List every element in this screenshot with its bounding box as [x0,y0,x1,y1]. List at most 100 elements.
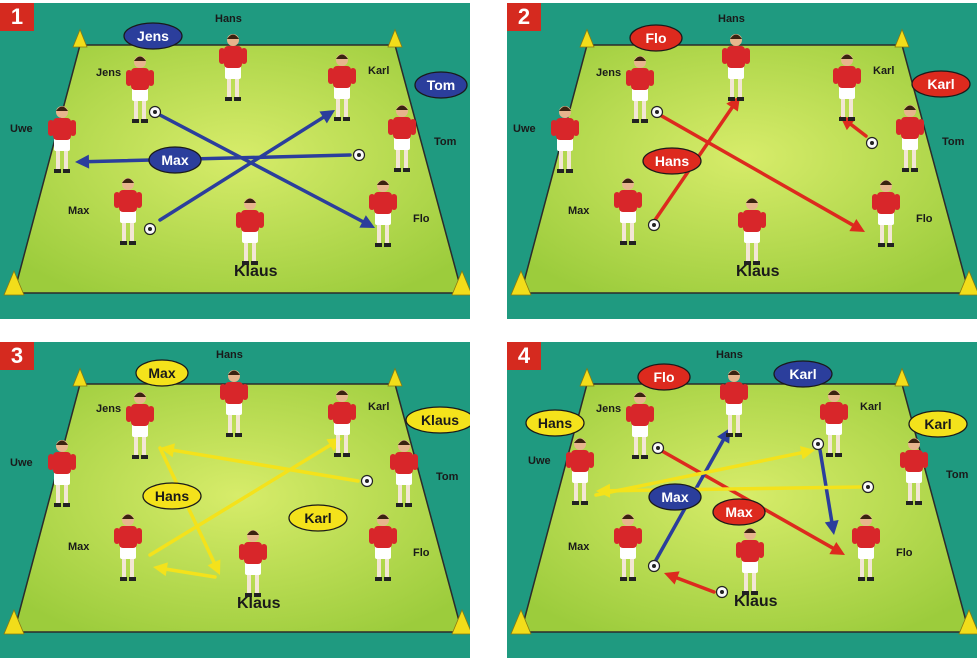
player-label: Tom [942,136,965,148]
cone-icon [72,367,88,387]
speech-bubble: Max [648,483,702,511]
speech-bubble-text: Hans [538,415,572,431]
panel-number-3: 3 [0,342,34,370]
speech-bubble-text: Jens [137,28,169,44]
player-hans [720,370,748,437]
player-max [114,514,142,581]
player-label: Flo [916,213,933,225]
player-karl [328,390,356,457]
player-karl [833,54,861,121]
player-label: Klaus [234,263,278,280]
player-label: Klaus [237,595,281,612]
pass-arrow [594,445,815,497]
player-hans [220,370,248,437]
player-label: Karl [368,65,389,77]
player-label: Tom [434,136,457,148]
player-label: Hans [215,13,242,25]
player-label: Uwe [10,123,33,135]
speech-bubble-text: Max [725,504,752,520]
pass-arrow [160,443,360,483]
speech-bubble: Klaus [405,406,470,434]
speech-bubble: Flo [629,24,683,52]
player-klaus [736,528,764,595]
speech-bubble-text: Klaus [421,412,459,428]
speech-bubble: Karl [908,410,968,438]
player-jens [626,56,654,123]
cone-icon [894,367,910,387]
cone-icon [451,608,470,635]
player-label: Karl [368,401,389,413]
player-label: Max [68,541,90,553]
player-label: Uwe [528,455,551,467]
cone-icon [958,269,977,296]
speech-bubble-text: Tom [427,77,456,93]
speech-bubble: Max [135,359,189,387]
cone-icon [579,28,595,48]
speech-bubble-text: Max [148,365,175,381]
player-hans [722,34,750,101]
ball-icon [352,148,366,162]
player-uwe [551,106,579,173]
speech-bubble-text: Karl [789,366,816,382]
drill-field-3: JensHansKarlUweTomMaxKlausFloMaxKlausHan… [3,349,470,635]
player-uwe [48,106,76,173]
player-label: Flo [896,547,913,559]
player-max [614,178,642,245]
player-label: Jens [96,403,121,415]
player-label: Jens [96,67,121,79]
speech-bubble: Hans [525,409,585,437]
pass-arrow [818,448,839,535]
speech-bubble: Karl [911,70,971,98]
speech-bubble-text: Max [161,152,188,168]
ball-icon [865,136,879,150]
pass-arrow [153,562,217,579]
speech-bubble-text: Max [661,489,688,505]
player-label: Klaus [734,593,778,610]
speech-bubble-text: Flo [646,30,667,46]
player-label: Hans [716,349,743,361]
speech-bubble: Hans [642,147,702,175]
panel-number-4: 4 [507,342,541,370]
ball-icon [360,474,374,488]
speech-bubble-text: Karl [927,76,954,92]
speech-bubble-text: Karl [304,510,331,526]
pitch-area [520,44,970,294]
pass-arrow [158,110,335,222]
ball-icon [651,441,665,455]
player-label: Max [568,205,590,217]
player-label: Karl [860,401,881,413]
pass-arrow [75,153,352,169]
player-flo [369,514,397,581]
pass-arrow [658,113,865,232]
panel-number-2: 2 [507,3,541,31]
player-label: Hans [216,349,243,361]
cone-icon [958,608,977,635]
player-karl [820,390,848,457]
player-flo [369,180,397,247]
player-label: Tom [436,471,459,483]
cone-icon [510,269,532,296]
ball-icon [650,105,664,119]
speech-bubble: Karl [773,360,833,388]
player-uwe [48,440,76,507]
player-label: Uwe [513,123,536,135]
player-klaus [236,198,264,265]
ball-icon [811,437,825,451]
player-jens [126,392,154,459]
cone-icon [387,367,403,387]
speech-bubble-text: Hans [155,488,189,504]
player-label: Klaus [736,263,780,280]
player-label: Max [568,541,590,553]
speech-bubble-text: Hans [655,153,689,169]
player-flo [852,514,880,581]
player-hans [219,34,247,101]
player-label: Max [68,205,90,217]
player-label: Jens [596,403,621,415]
ball-icon [715,585,729,599]
player-max [614,514,642,581]
